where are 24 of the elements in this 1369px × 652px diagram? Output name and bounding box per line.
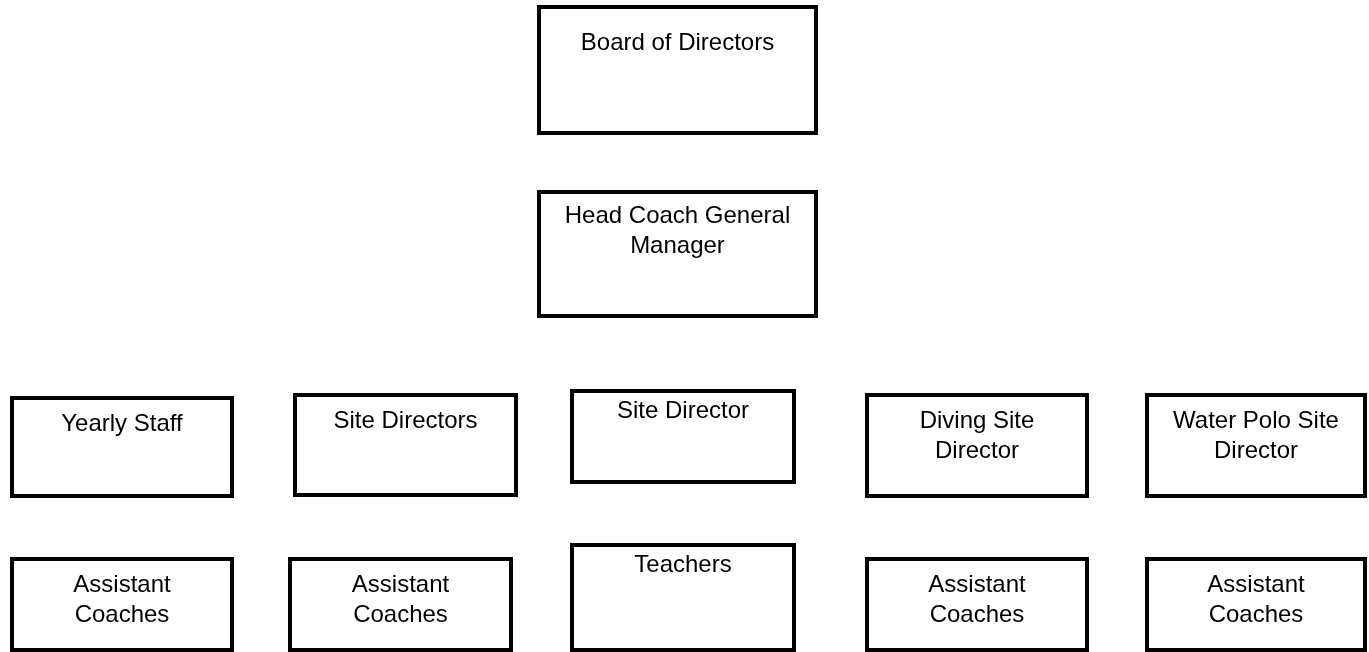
role-title: Yearly Staff bbox=[61, 408, 183, 438]
role-title: Site Directors bbox=[333, 405, 478, 435]
org-box bbox=[537, 5, 818, 135]
role-title: Assistant Coaches bbox=[350, 569, 451, 629]
org-box bbox=[293, 393, 518, 497]
role-title: Assistant Coaches bbox=[1206, 569, 1306, 629]
role-title: Assistant Coaches bbox=[927, 569, 1027, 629]
role-title: Head Coach General Manager bbox=[563, 200, 792, 260]
org-box bbox=[10, 396, 234, 498]
org-box bbox=[537, 190, 818, 318]
role-title: Site Director bbox=[616, 395, 749, 425]
org-box bbox=[288, 557, 513, 652]
role-title: Teachers bbox=[634, 549, 732, 579]
org-box bbox=[1145, 557, 1367, 652]
role-title: Assistant Coaches bbox=[72, 569, 172, 629]
org-box bbox=[865, 557, 1089, 652]
org-box bbox=[570, 389, 796, 484]
role-title: Board of Directors bbox=[580, 27, 775, 57]
org-box bbox=[10, 557, 234, 652]
org-box bbox=[570, 543, 796, 652]
org-box bbox=[865, 393, 1089, 498]
role-title: Water Polo Site Director bbox=[1172, 405, 1340, 465]
role-title: Diving Site Director bbox=[918, 405, 1036, 465]
org-box bbox=[1145, 393, 1367, 498]
